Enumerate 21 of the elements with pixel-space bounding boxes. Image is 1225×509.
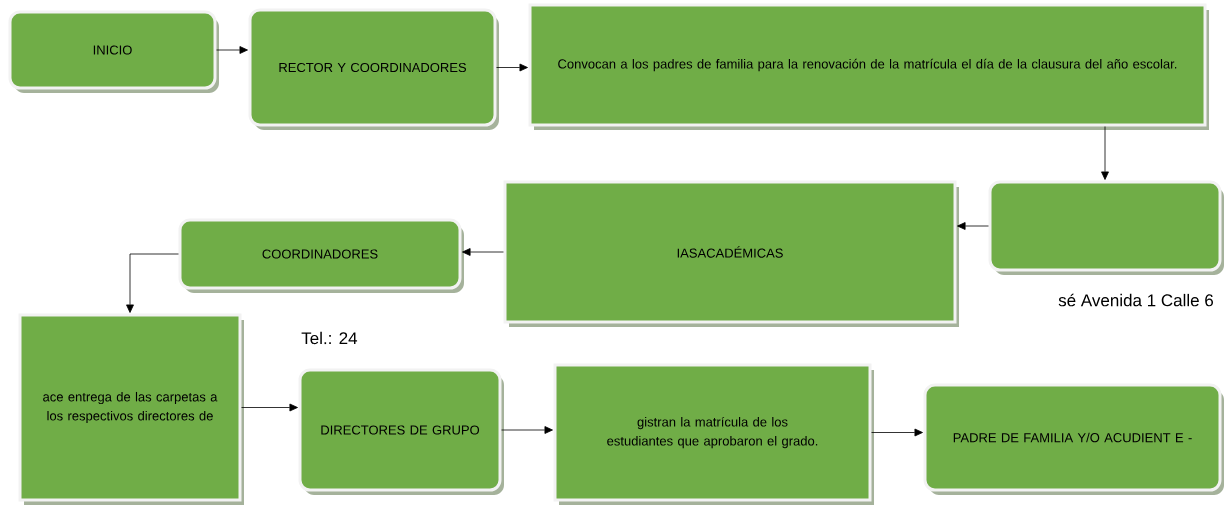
process-box: PADRE DE FAMILIA Y/O ACUDIENT E - <box>923 383 1224 495</box>
arrow <box>1101 126 1109 180</box>
arrow <box>462 248 504 256</box>
contact-text: Tel.: 24 <box>301 331 358 345</box>
process-box: INICIO <box>8 10 219 93</box>
arrow <box>126 253 179 313</box>
process-box: ace entrega de las carpetas a los respectivos directores de <box>18 313 244 505</box>
arrow <box>957 222 989 230</box>
process-box: COORDINADORES <box>178 218 464 293</box>
process-box: gistran la matrícula de los estudiantes que aprobaron el grado. <box>553 363 874 505</box>
process-box: Convocan a los padres de familia para la renovación de la matrícula el día de la clausura del año escolar. <box>528 3 1209 130</box>
arrow <box>496 63 528 72</box>
process-box <box>988 180 1224 275</box>
contact-text: sé Avenida 1 Calle 6 <box>1058 293 1214 307</box>
arrow <box>216 46 248 54</box>
process-box: DIRECTORES DE GRUPO <box>298 368 504 495</box>
process-box: RECTOR Y COORDINADORES <box>248 8 499 130</box>
arrow <box>871 428 923 437</box>
arrow <box>501 426 553 434</box>
arrow <box>241 403 298 412</box>
process-box: IASACADÉMICAS <box>503 180 959 327</box>
